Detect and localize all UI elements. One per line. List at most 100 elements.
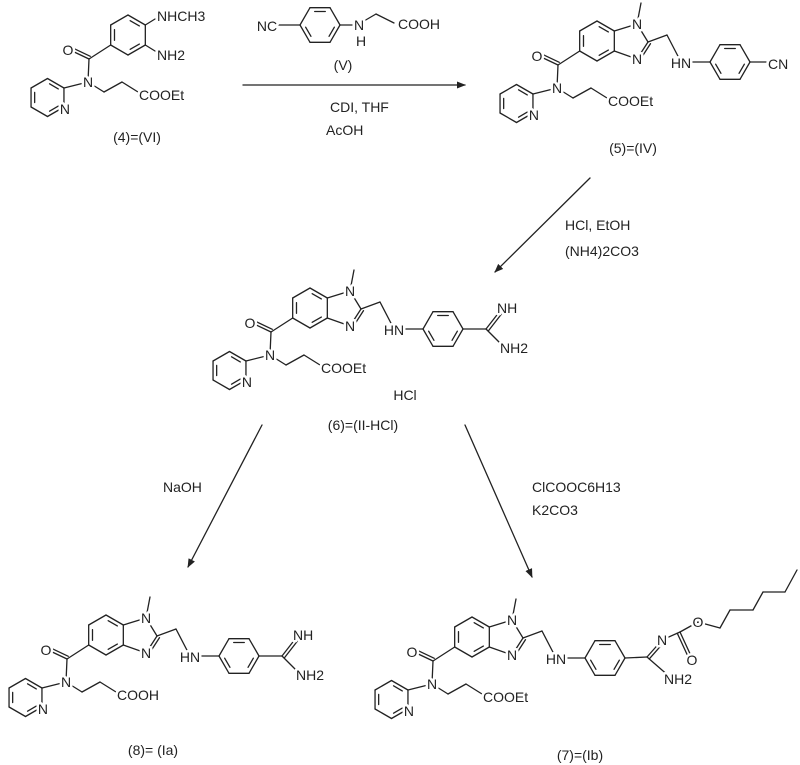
bond: [145, 617, 158, 637]
double-bond: [613, 659, 621, 670]
bond: [488, 646, 513, 656]
ring-bond: [309, 287, 328, 299]
reagent-text: HCl, EtOH: [565, 217, 630, 233]
compound-5-label: (5)=(IV): [609, 140, 657, 156]
reagent-v-label: (V): [334, 57, 353, 73]
double-bond: [598, 49, 609, 57]
bond: [556, 64, 559, 89]
amidine-amine: NH2: [664, 671, 692, 687]
double-bond: [247, 657, 255, 668]
methylamino-group: NHCH3: [157, 8, 205, 24]
hcl-salt: HCl: [393, 387, 416, 403]
bonds-layer: [8, 2, 798, 720]
bond: [363, 13, 377, 22]
ring-bond: [127, 44, 146, 56]
double-bond: [451, 330, 459, 341]
reaction-arrow-2: [494, 177, 591, 273]
ring-bond: [110, 44, 129, 56]
ring-bond: [212, 379, 231, 391]
bond: [407, 683, 433, 691]
bond: [431, 660, 434, 685]
amide-nitrogen: N: [265, 347, 275, 363]
bond: [485, 328, 504, 347]
bond: [269, 354, 287, 366]
reagent-text: ClCOOC6H13: [532, 479, 621, 495]
amide-nitrogen: N: [427, 676, 437, 692]
bond: [281, 637, 297, 657]
bond: [88, 44, 112, 60]
carbonyl-oxygen: O: [245, 315, 256, 331]
bond: [99, 681, 117, 693]
double-bond: [676, 632, 690, 660]
ring-bond: [24, 706, 43, 718]
ring-bond: [422, 328, 434, 347]
bond: [65, 681, 83, 693]
ring-bond: [228, 350, 247, 362]
ring-bond: [329, 7, 341, 26]
bond: [511, 637, 524, 656]
amide-nitrogen: N: [61, 674, 71, 690]
ring-bond: [88, 614, 107, 626]
double-bond: [598, 25, 609, 33]
bond: [349, 308, 362, 327]
bond: [303, 354, 321, 366]
amino-group: NH2: [157, 47, 185, 63]
bond: [349, 290, 362, 310]
bond: [65, 658, 68, 683]
double-bond: [473, 621, 484, 629]
ring-bond: [579, 20, 598, 32]
double-bond: [252, 319, 273, 330]
double-bond: [129, 43, 140, 51]
ring-bond: [499, 112, 518, 124]
hexyl-bond: [784, 569, 798, 593]
ring-bond: [709, 61, 721, 80]
bond: [41, 681, 67, 689]
ring-bond: [46, 77, 65, 89]
double-bond: [539, 52, 560, 63]
compound-7-label: (7)=(Ib): [557, 747, 603, 763]
ring-bond: [292, 287, 311, 299]
ring-bond: [709, 44, 721, 63]
double-bond: [70, 46, 91, 57]
imidazole-n1: N: [632, 16, 642, 32]
ring-bond: [579, 50, 598, 62]
imidazole-n3: N: [632, 51, 642, 67]
ring-bond: [8, 677, 27, 689]
amine-nh: HN: [671, 55, 691, 71]
double-bond: [487, 312, 504, 332]
double-bond: [107, 643, 118, 651]
ring-bond: [596, 20, 615, 32]
bond: [646, 639, 663, 658]
ring-bond: [30, 106, 49, 118]
reaction-arrow-4: [464, 424, 533, 578]
ester-group: COOEt: [608, 93, 653, 109]
bond: [432, 646, 456, 662]
bond: [636, 41, 649, 60]
pyridine-nitrogen: N: [38, 701, 48, 717]
amidine-imine: NH: [293, 627, 313, 643]
reagent-text: AcOH: [326, 122, 363, 138]
double-bond: [107, 619, 118, 627]
ring-bond: [30, 77, 49, 89]
ring-bond: [374, 679, 393, 691]
bond: [572, 87, 592, 99]
double-bond: [48, 105, 59, 112]
ester-group: COOEt: [321, 360, 366, 376]
bond: [624, 656, 648, 659]
bond: [646, 656, 671, 678]
reaction-arrow-3: [187, 424, 263, 568]
ring-bond: [228, 379, 247, 391]
carbonyl-oxygen: O: [532, 48, 543, 64]
imidazole-n1: N: [507, 612, 517, 628]
amide-nitrogen: N: [83, 74, 93, 90]
amine-nh: HN: [384, 322, 404, 338]
double-bond: [648, 641, 665, 660]
amide-nitrogen: N: [552, 80, 562, 96]
bond: [666, 34, 682, 63]
pyridine-nitrogen: N: [404, 703, 414, 719]
ring-bond: [452, 328, 464, 347]
ring-bond: [499, 83, 518, 95]
bond: [556, 87, 574, 99]
bond: [156, 628, 177, 637]
